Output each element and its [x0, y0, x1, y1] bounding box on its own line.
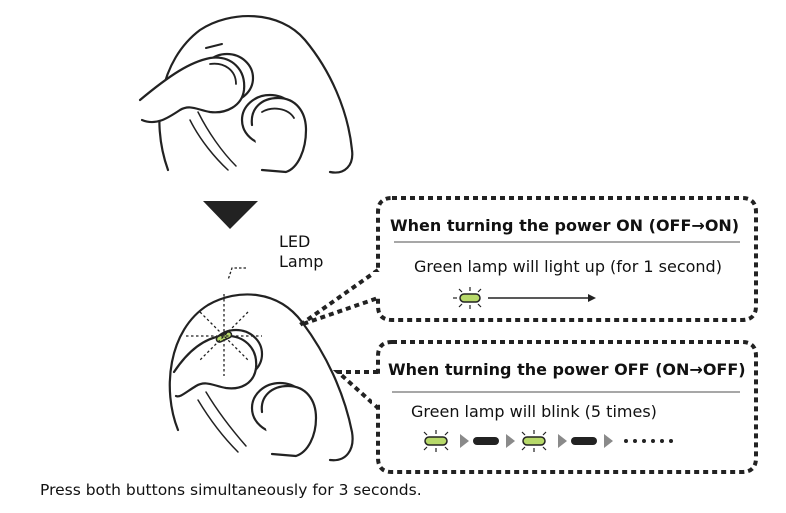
power-off-description: Green lamp will blink (5 times) [411, 402, 657, 421]
lamp-on-glyph [453, 287, 482, 309]
sequence-arrow-2 [506, 434, 515, 448]
led-pointer-line [227, 267, 246, 281]
power-on-description: Green lamp will light up (for 1 second) [414, 257, 722, 276]
led-label-line-1: LED [279, 232, 311, 251]
led-lamp-label: LED Lamp [279, 232, 323, 272]
power-off-title: When turning the power OFF (ON→OFF) [388, 360, 746, 379]
lamp-off-1 [473, 437, 499, 445]
sequence-dot-3 [642, 439, 646, 443]
instruction-caption: Press both buttons simultaneously for 3 … [40, 481, 422, 499]
lamp-off-2 [571, 437, 597, 445]
sequence-dot-2 [633, 439, 637, 443]
remote-bottom-illustration [168, 293, 354, 462]
power-on-callout [298, 196, 758, 327]
sequence-arrow-3 [558, 434, 567, 448]
sequence-dot-4 [651, 439, 655, 443]
sequence-dot-5 [660, 439, 664, 443]
lamp-lit-2 [521, 430, 547, 452]
remote-top-illustration [138, 15, 354, 174]
duration-arrow-head [588, 294, 596, 302]
lamp-lit-1 [423, 430, 449, 452]
led-label-line-2: Lamp [279, 252, 324, 271]
blink-sequence [423, 430, 673, 452]
sequence-dot-6 [669, 439, 673, 443]
power-off-callout [332, 340, 758, 474]
down-arrow-icon [203, 201, 258, 229]
power-on-title: When turning the power ON (OFF→ON) [390, 216, 740, 235]
sequence-arrow-1 [460, 434, 469, 448]
sequence-arrow-4 [604, 434, 613, 448]
led-lamp-indicator [186, 267, 262, 376]
sequence-dot-1 [624, 439, 628, 443]
